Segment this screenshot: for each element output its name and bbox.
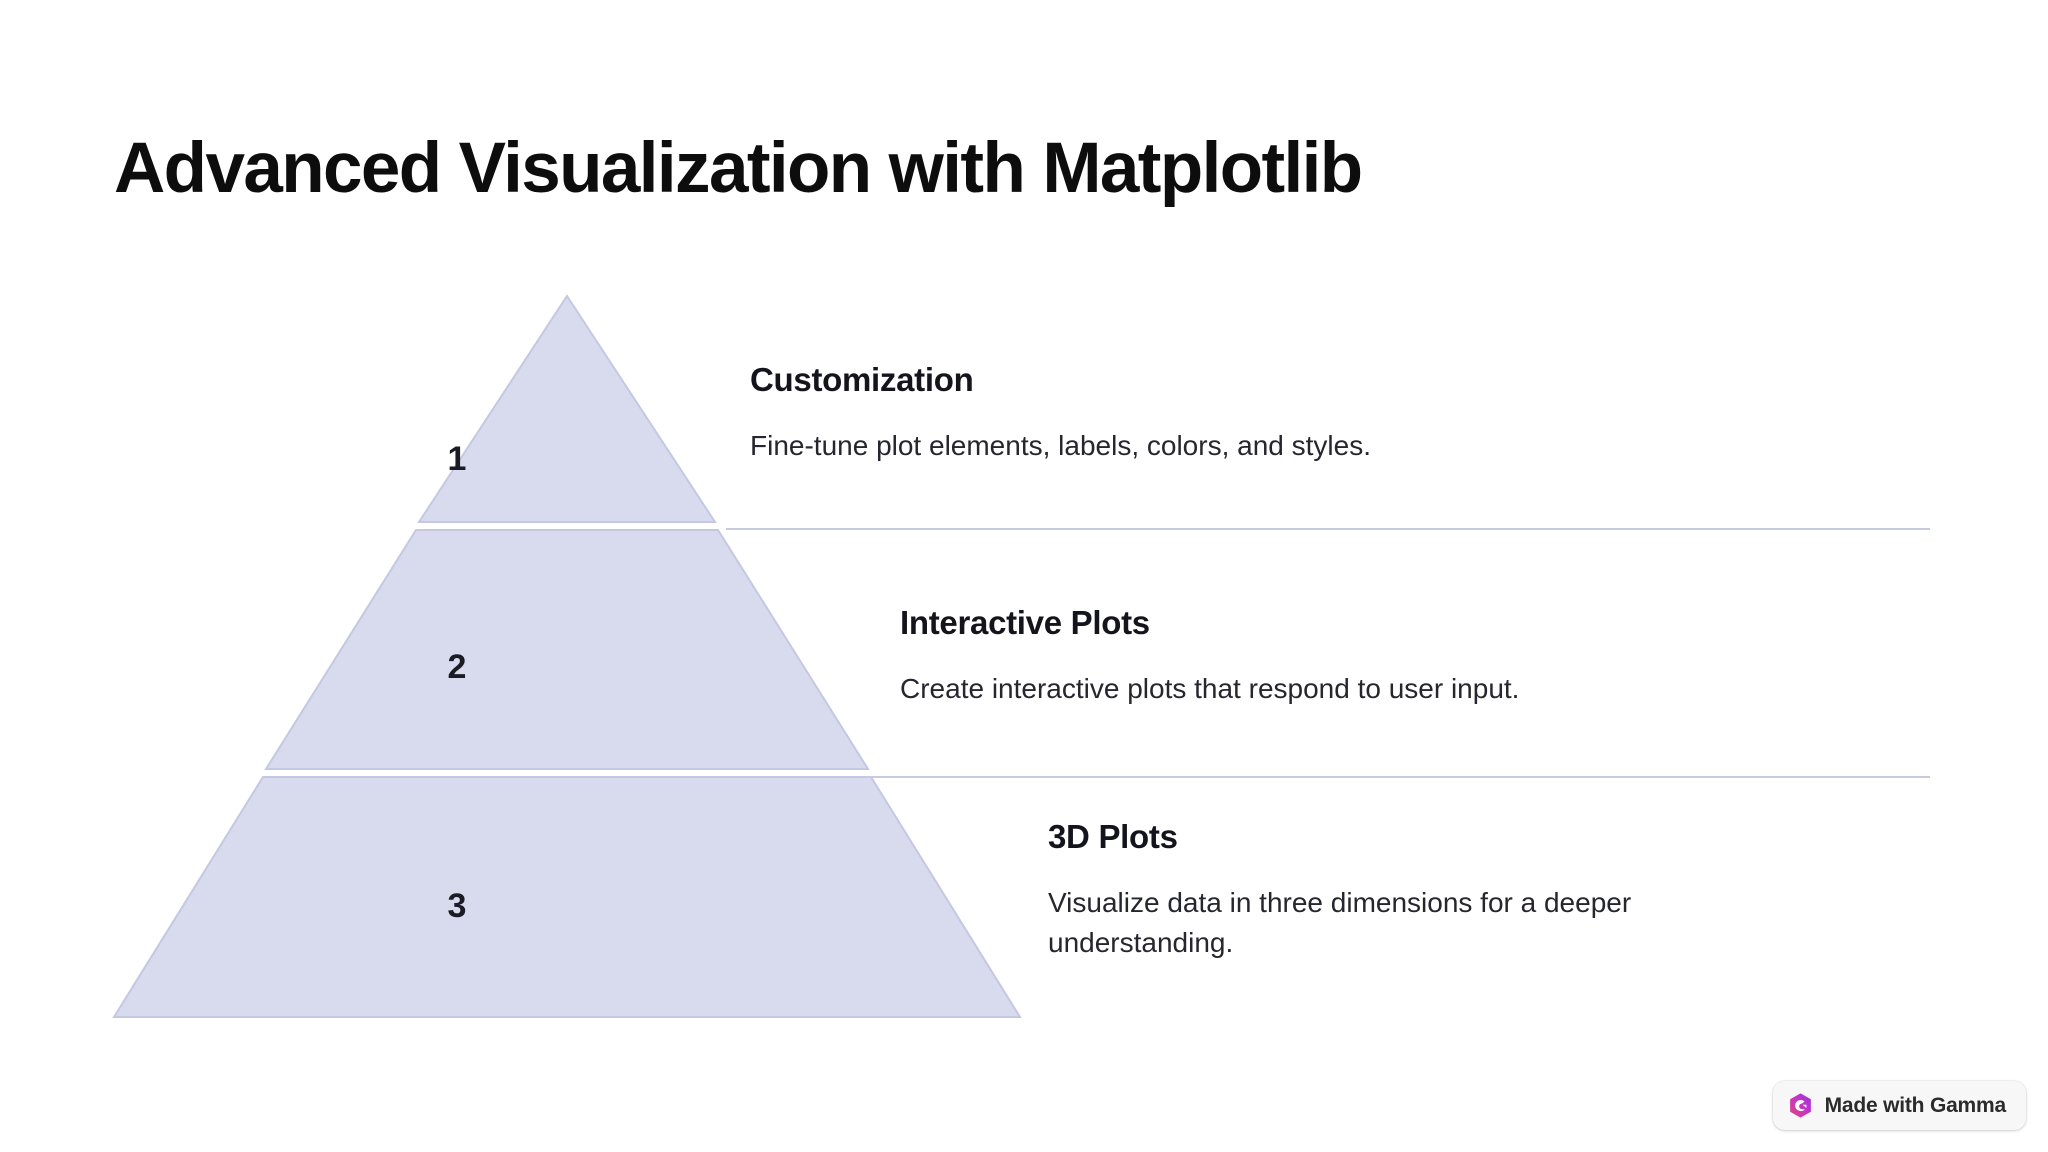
pyramid-tier-3-content: 3D Plots Visualize data in three dimensi… bbox=[1048, 817, 1748, 964]
pyramid-tier-1-shape bbox=[417, 294, 717, 523]
pyramid-tier-1-description: Fine-tune plot elements, labels, colors,… bbox=[750, 429, 1371, 461]
pyramid-tier-2-heading: Interactive Plots bbox=[900, 604, 1150, 641]
pyramid-tier-2-number: 2 bbox=[447, 648, 467, 686]
pyramid-tier-2-description: Create interactive plots that respond to… bbox=[900, 672, 1520, 704]
page-title: Advanced Visualization with Matplotlib bbox=[114, 129, 1363, 208]
pyramid-tier-1-content: Customization Fine-tune plot elements, l… bbox=[750, 360, 1930, 466]
pyramid-tier-3-number: 3 bbox=[447, 887, 467, 925]
pyramid-tier-3-description: Visualize data in three dimensions for a… bbox=[1048, 886, 1632, 959]
pyramid-tier-2-shape bbox=[264, 529, 870, 770]
gamma-logo-icon bbox=[1787, 1092, 1814, 1119]
pyramid-tier-1-number: 1 bbox=[447, 440, 467, 478]
pyramid-tier-3-shape bbox=[112, 776, 1022, 1018]
pyramid-tier-3-heading: 3D Plots bbox=[1048, 818, 1178, 855]
tier-divider-1 bbox=[726, 528, 1930, 530]
tier-divider-2 bbox=[866, 776, 1930, 778]
pyramid-diagram bbox=[110, 290, 1030, 1025]
pyramid-tier-1-heading: Customization bbox=[750, 361, 974, 398]
made-with-gamma-badge[interactable]: Made with Gamma bbox=[1772, 1081, 2026, 1130]
made-with-gamma-label: Made with Gamma bbox=[1824, 1093, 2007, 1117]
pyramid-tier-2-content: Interactive Plots Create interactive plo… bbox=[900, 603, 1930, 709]
